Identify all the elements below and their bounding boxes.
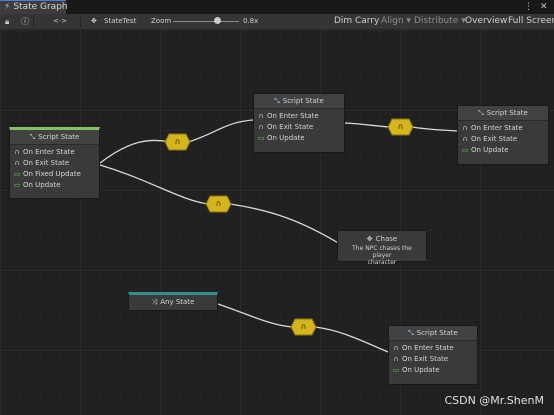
align-dropdown[interactable]: Align ▾ xyxy=(381,16,411,26)
update-icon: ▭ xyxy=(392,366,400,374)
tab-title: State Graph xyxy=(13,2,68,12)
wire-start-to-t1 xyxy=(99,139,171,164)
zoom-slider[interactable] xyxy=(173,21,239,22)
transition-top-to-right[interactable]: ∩ xyxy=(387,118,414,136)
graph-name[interactable]: StateTest xyxy=(104,17,137,25)
node-title: Script State xyxy=(38,133,80,141)
transition-start-to-chase[interactable]: ∩ xyxy=(205,195,232,213)
wire-any-to-t4 xyxy=(217,303,293,328)
zoom-value: 0.8x xyxy=(243,17,259,25)
node-title: Chase xyxy=(375,235,398,243)
on-exit-icon: ∩ xyxy=(393,355,399,363)
graph-asset-icon: ✥ xyxy=(91,17,97,25)
node-title: Any State xyxy=(160,298,195,306)
event-row[interactable]: ▭On Update xyxy=(461,146,509,154)
on-exit-icon: ∩ xyxy=(14,159,20,167)
event-row[interactable]: ▭On Update xyxy=(257,134,305,142)
event-row[interactable]: ∩On Exit State xyxy=(462,135,518,143)
update-icon: ▭ xyxy=(461,146,469,154)
lock-icon[interactable]: 🔒︎ xyxy=(5,17,10,26)
transition-wires xyxy=(99,119,458,353)
on-enter-icon: ∩ xyxy=(258,112,264,120)
event-row[interactable]: ∩On Exit State xyxy=(14,159,70,167)
update-icon: ▭ xyxy=(13,181,21,189)
wire-t4-to-bottom xyxy=(314,326,389,353)
dim-button[interactable]: Dim xyxy=(334,16,353,26)
update-icon: ▭ xyxy=(257,134,265,142)
node-title: Script State xyxy=(486,109,528,117)
on-exit-icon: ∩ xyxy=(258,123,264,131)
on-enter-icon: ∩ xyxy=(393,344,399,352)
event-row[interactable]: ▭On Update xyxy=(13,181,61,189)
node-top-script-state[interactable]: ⤡Script State ∩On Enter State ∩On Exit S… xyxy=(253,93,345,153)
toolbar: 🔒︎ ⓘ <·> ✥ StateTest Zoom 0.8x Dim Carry… xyxy=(0,14,554,30)
transition-icon: ∩ xyxy=(174,137,181,146)
node-bottom-script-state[interactable]: ⤡Script State ∩On Enter State ∩On Exit S… xyxy=(388,325,478,385)
wire-t1-to-top xyxy=(187,119,254,143)
script-state-icon: ⤡ xyxy=(274,97,280,105)
zoom-label: Zoom xyxy=(151,17,172,25)
wire-t2-to-right xyxy=(411,126,458,132)
any-state-icon: ⤨ xyxy=(151,298,158,306)
fullscreen-button[interactable]: Full Screen xyxy=(508,16,554,26)
transition-icon: ∩ xyxy=(397,122,404,131)
overview-button[interactable]: Overview xyxy=(465,16,508,26)
script-state-icon: ⤡ xyxy=(408,329,414,337)
wire-start-to-t3 xyxy=(99,164,209,205)
carry-button[interactable]: Carry xyxy=(355,16,380,26)
node-right-script-state[interactable]: ⤡Script State ∩On Enter State ∩On Exit S… xyxy=(457,105,549,165)
event-row[interactable]: ▭On Update xyxy=(392,366,440,374)
event-row[interactable]: ∩On Exit State xyxy=(258,123,314,131)
on-enter-icon: ∩ xyxy=(462,124,468,132)
transition-start-to-top[interactable]: ∩ xyxy=(164,133,191,151)
info-icon[interactable]: ⓘ xyxy=(21,17,29,26)
event-row[interactable]: ∩On Enter State xyxy=(258,112,319,120)
tab-state-graph[interactable]: ⚡State Graph xyxy=(0,0,68,14)
event-row[interactable]: ∩On Exit State xyxy=(393,355,449,363)
transition-icon: ∩ xyxy=(300,322,307,331)
distribute-dropdown[interactable]: Distribute ▾ xyxy=(414,16,466,26)
menu-icon[interactable]: ⋮ xyxy=(524,2,533,12)
event-row[interactable]: ∩On Enter State xyxy=(393,344,454,352)
on-enter-icon: ∩ xyxy=(14,148,20,156)
node-title: Script State xyxy=(282,97,324,105)
watermark: CSDN @Mr.ShenM xyxy=(444,394,544,407)
on-exit-icon: ∩ xyxy=(462,135,468,143)
chase-icon: ✥ xyxy=(366,235,373,243)
wire-top-to-t2 xyxy=(344,122,390,128)
event-row[interactable]: ▭On Fixed Update xyxy=(13,170,81,178)
transition-icon: ∩ xyxy=(215,199,222,208)
close-icon[interactable]: ✕ xyxy=(540,2,548,12)
event-row[interactable]: ∩On Enter State xyxy=(14,148,75,156)
script-state-icon: ⤡ xyxy=(29,133,36,141)
update-icon: ▭ xyxy=(13,170,21,178)
script-state-icon: ⤡ xyxy=(478,109,484,117)
node-start-script-state[interactable]: ⤡Script State ∩On Enter State ∩On Exit S… xyxy=(9,127,100,199)
node-any-state[interactable]: ⤨Any State xyxy=(128,292,218,311)
zoom-slider-handle[interactable] xyxy=(214,17,221,24)
tab-bar: ⚡State Graph ⋮ ✕ xyxy=(0,0,554,14)
node-title: Script State xyxy=(416,329,458,337)
event-row[interactable]: ∩On Enter State xyxy=(462,124,523,132)
graph-canvas[interactable]: ⤡Script State ∩On Enter State ∩On Exit S… xyxy=(0,30,554,415)
transition-any-to-bottom[interactable]: ∩ xyxy=(290,318,317,336)
code-view-button[interactable]: <·> xyxy=(53,17,67,25)
wire-t3-to-chase xyxy=(229,203,341,245)
state-graph-icon: ⚡ xyxy=(4,2,11,12)
